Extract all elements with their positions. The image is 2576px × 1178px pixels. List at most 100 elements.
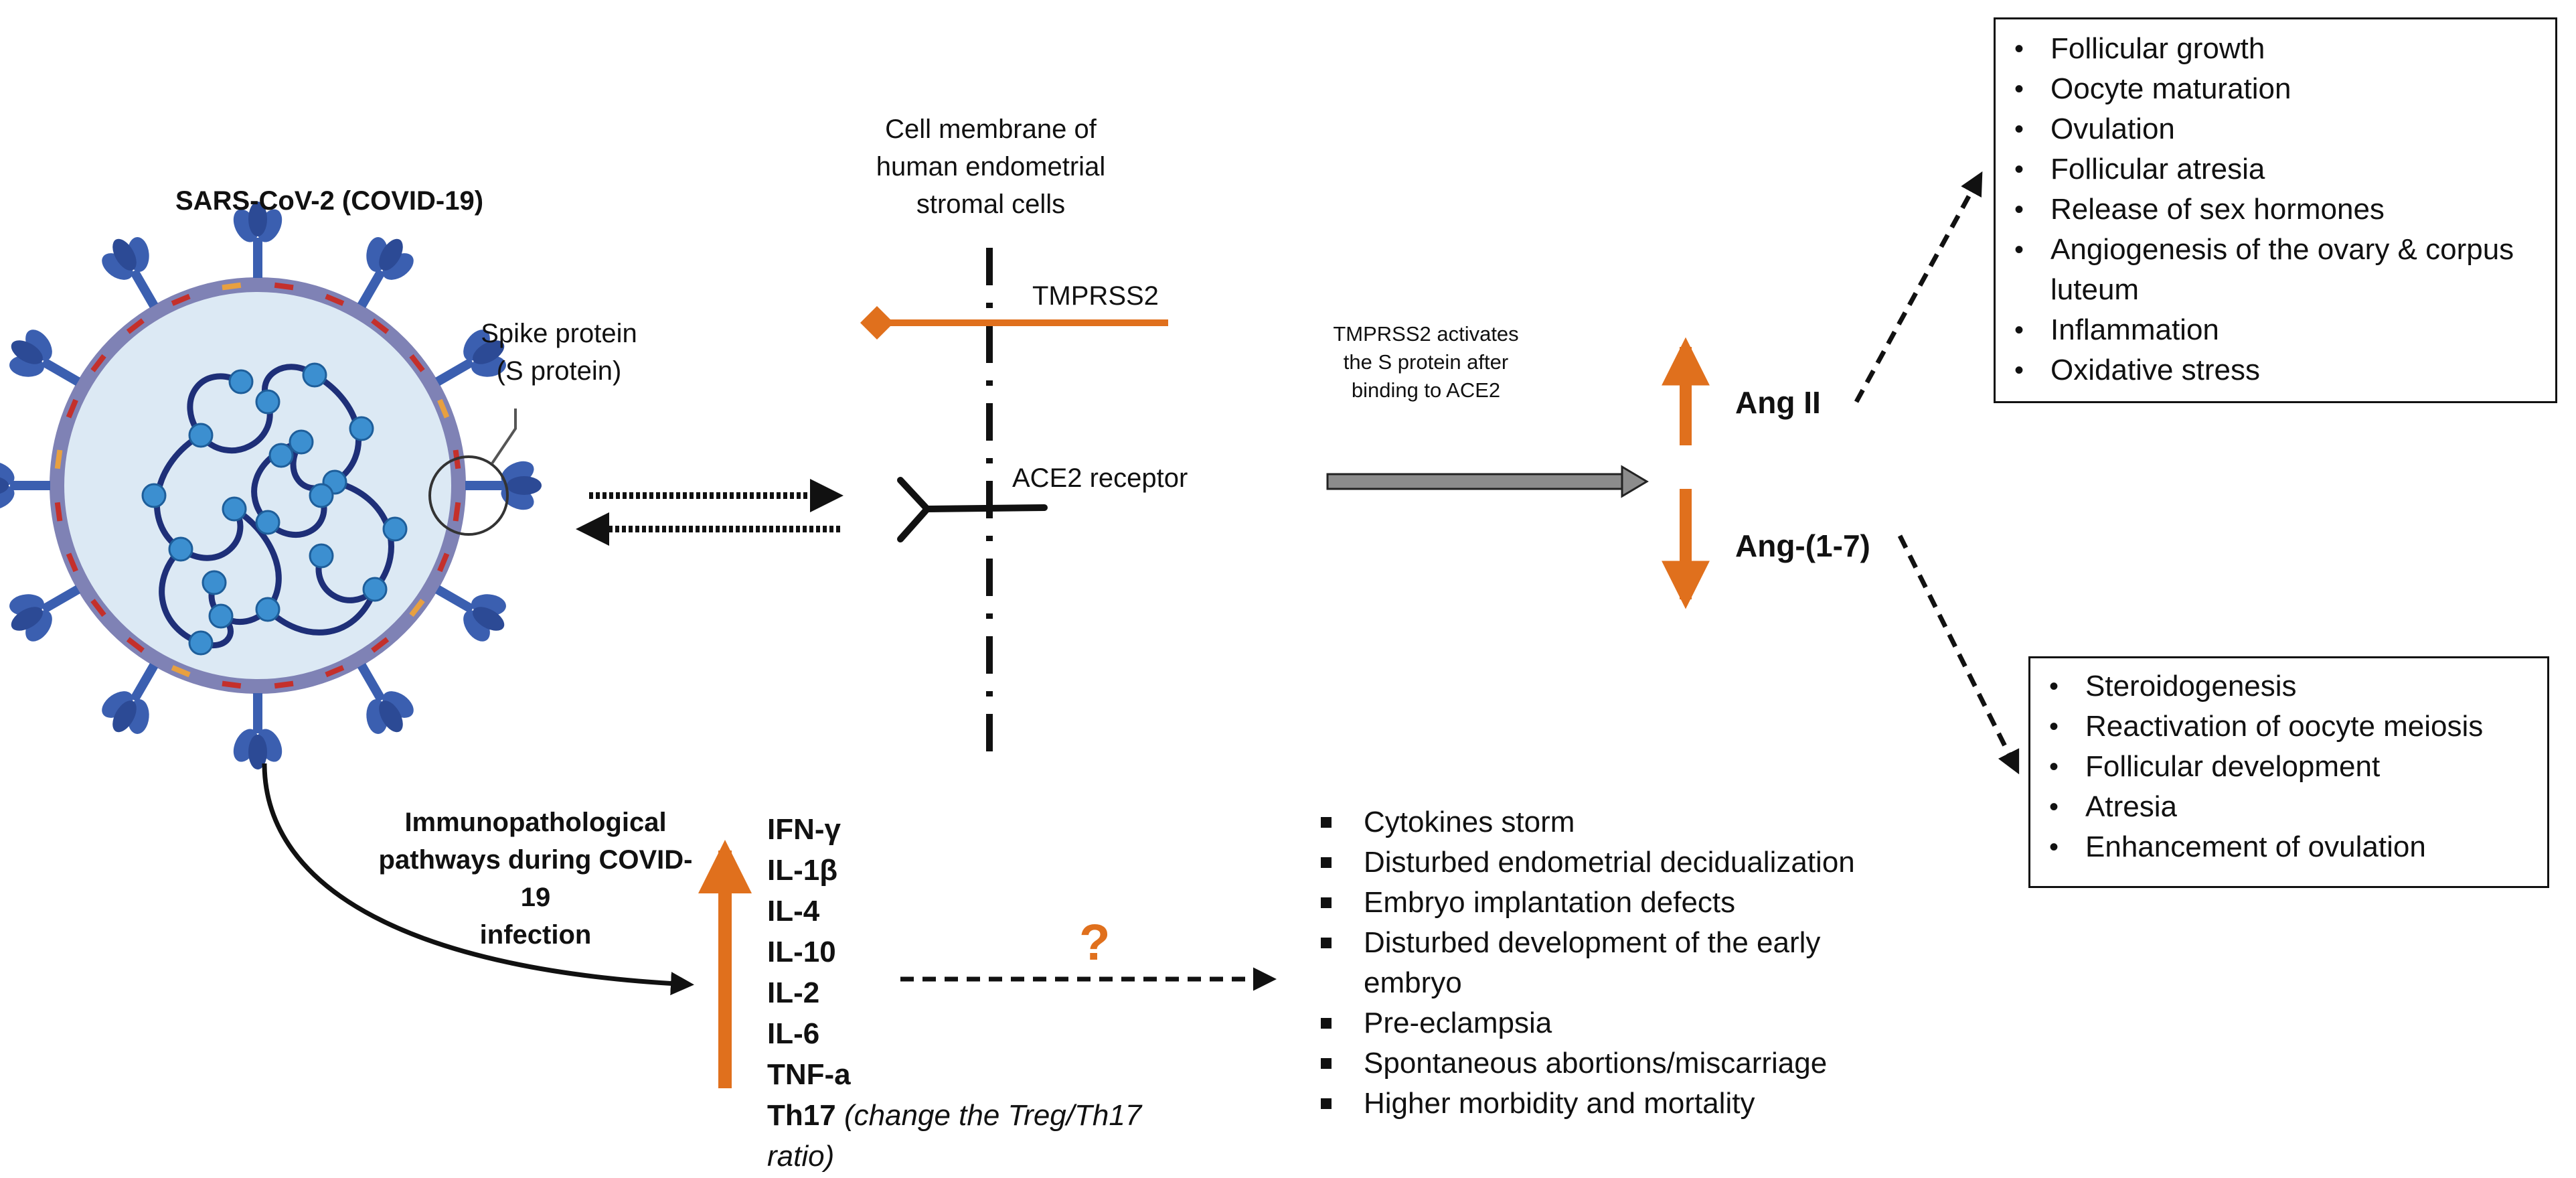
cytokine-item: IL-10 xyxy=(767,936,836,968)
list-item: Embryo implantation defects xyxy=(1309,883,1978,923)
membrane-label-line3: stromal cells xyxy=(916,190,1066,219)
membrane-linker xyxy=(222,282,242,291)
rna-node xyxy=(208,603,234,629)
activation-line3: binding to ACE2 xyxy=(1351,378,1501,402)
list-item: Enhancement of ovulation xyxy=(2030,827,2547,867)
list-item: Cytokines storm xyxy=(1309,802,1978,842)
binding-arrows xyxy=(576,479,843,546)
ang17-effects-list: SteroidogenesisReactivation of oocyte me… xyxy=(2030,666,2547,867)
membrane-linkers xyxy=(54,282,461,689)
rna-node xyxy=(141,483,167,508)
membrane-linker xyxy=(171,665,191,678)
virus-illustration xyxy=(0,202,542,769)
rna-node xyxy=(382,516,408,542)
list-item: Follicular development xyxy=(2030,747,2547,787)
list-item: Disturbed development of the early xyxy=(1309,923,1978,963)
spike-proteins xyxy=(0,202,542,769)
membrane-linker xyxy=(54,449,63,469)
gray-arrow xyxy=(1326,465,1649,498)
th17-note-line1: (change the Treg/Th17 xyxy=(843,1099,1142,1132)
spike-protein xyxy=(0,461,50,510)
virus-title: SARS-CoV-2 (COVID-19) xyxy=(175,186,484,216)
list-item: Disturbed endometrial decidualization xyxy=(1309,842,1978,883)
list-item: Oocyte maturation xyxy=(1996,69,2555,109)
rna-node xyxy=(168,536,193,562)
membrane-linker xyxy=(409,599,425,617)
ang2-effects-arrow xyxy=(1854,171,1983,403)
list-item: luteum xyxy=(2050,273,2140,306)
tmprss2-activation-note: TMPRSS2 activates the S protein after bi… xyxy=(1292,320,1560,404)
ace2-receptor-label: ACE2 receptor xyxy=(1012,463,1188,493)
rna-node xyxy=(349,416,374,441)
activation-line1: TMPRSS2 activates xyxy=(1333,322,1519,346)
th17-note-line2: ratio) xyxy=(767,1140,835,1173)
rna-node xyxy=(188,423,214,448)
rna-node xyxy=(362,577,388,602)
list-item: Follicular atresia xyxy=(1996,149,2555,190)
membrane-linker xyxy=(371,637,390,653)
list-item: Spontaneous abortions/miscarriage xyxy=(1309,1043,1978,1084)
cytokine-item: IFN-γ xyxy=(767,813,841,846)
spike-zoom-circle xyxy=(428,455,509,536)
rna-node xyxy=(228,369,254,394)
membrane-label: Cell membrane of human endometrial strom… xyxy=(840,111,1141,223)
membrane-linker xyxy=(325,293,345,306)
list-item: Inflammation xyxy=(1996,310,2555,350)
immuno-line3: infection xyxy=(479,920,592,950)
spike-protein xyxy=(9,585,81,642)
cytokine-item: IL-2 xyxy=(767,976,820,1009)
membrane-linker xyxy=(90,354,106,372)
membrane-linker xyxy=(437,553,450,573)
cytokine-item: TNF-a xyxy=(767,1058,851,1091)
activation-line2: the S protein after xyxy=(1343,350,1509,374)
membrane-linker xyxy=(325,665,345,678)
membrane-linker xyxy=(66,398,78,419)
membrane-linker xyxy=(66,553,78,573)
membrane-linker xyxy=(453,502,461,522)
rna-nodes xyxy=(141,362,408,656)
spike-protein xyxy=(357,237,414,309)
rna-node xyxy=(255,510,280,535)
ang2-label: Ang II xyxy=(1735,385,1821,420)
ang2-effects-list: Follicular growthOocyte maturationOvulat… xyxy=(1996,29,2555,390)
spike-protein xyxy=(9,329,81,386)
cytokine-item: IL-6 xyxy=(767,1017,820,1050)
rna-node xyxy=(302,362,327,388)
spike-protein xyxy=(233,202,283,278)
membrane-linker xyxy=(54,502,63,522)
membrane-linker xyxy=(437,398,450,419)
rna-node xyxy=(289,429,314,455)
list-item: embryo xyxy=(1364,966,1462,999)
cytokine-item: IL-1β xyxy=(767,854,838,887)
rna-node xyxy=(222,496,247,522)
list-item: Oxidative stress xyxy=(1996,350,2555,390)
spike-label-line1: Spike protein xyxy=(481,319,637,348)
question-mark: ? xyxy=(1079,914,1111,971)
rna-node xyxy=(309,483,334,508)
membrane-label-line2: human endometrial xyxy=(876,152,1106,181)
tmprss2-label: TMPRSS2 xyxy=(1032,281,1159,311)
rna-node xyxy=(202,570,227,595)
spike-protein xyxy=(434,585,506,642)
membrane-linker xyxy=(222,680,242,689)
list-item: Ovulation xyxy=(1996,109,2555,149)
ang17-effects-arrow xyxy=(1897,534,2020,775)
membrane-linker xyxy=(126,318,145,334)
ang2-effects-box: Follicular growthOocyte maturationOvulat… xyxy=(1994,17,2557,403)
membrane-linker xyxy=(274,282,294,291)
membrane-linker xyxy=(90,599,106,617)
spike-pointer-line xyxy=(491,409,517,465)
ang17-label: Ang-(1-7) xyxy=(1735,528,1870,563)
list-item: Reactivation of oocyte meiosis xyxy=(2030,707,2547,747)
spike-protein xyxy=(357,662,414,734)
th17-name: Th17 xyxy=(767,1099,836,1132)
membrane-linker xyxy=(126,637,145,653)
list-item: Higher morbidity and mortality xyxy=(1309,1084,1978,1124)
spike-protein xyxy=(434,329,506,386)
list-item: Pre-eclampsia xyxy=(1309,1003,1978,1043)
membrane-linker xyxy=(409,354,425,372)
spike-protein xyxy=(102,662,159,734)
